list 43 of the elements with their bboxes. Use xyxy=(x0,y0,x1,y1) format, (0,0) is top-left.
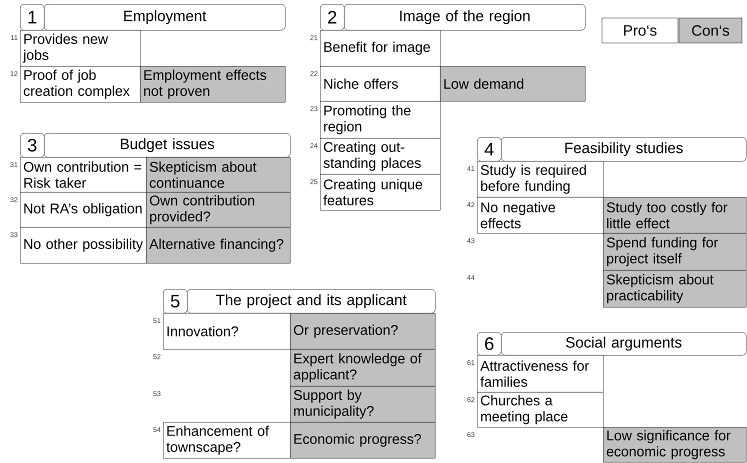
heading-box: Employment xyxy=(44,4,286,30)
argument-cell: No negative effects xyxy=(477,197,604,234)
argument-cell: Promoting the region xyxy=(320,101,440,138)
argument-cell: Skepticism about continuance xyxy=(146,157,290,192)
number-box: 3 xyxy=(20,133,44,158)
argument-cell: Or preservation? xyxy=(290,313,436,350)
heading-box: Image of the region xyxy=(344,4,586,30)
argument-cell: Benefit for image xyxy=(320,30,440,66)
argument-cell: Low demand xyxy=(440,66,586,102)
number-box: 4 xyxy=(477,137,502,162)
argument-cell: Support by municipality? xyxy=(290,386,436,422)
argument-cell: Own contribution provided? xyxy=(146,192,290,228)
argument-cell: Creating unique features xyxy=(320,174,440,210)
argument-cell: Skepticism about practicability xyxy=(603,270,746,308)
argument-cell: Innovation? xyxy=(163,313,290,350)
heading-box: Social arguments xyxy=(501,332,746,356)
argument-cell: Study is required before funding xyxy=(477,161,604,198)
heading-box: The project and its applicant xyxy=(187,289,436,314)
argument-cell: Attractiveness for families xyxy=(477,355,604,392)
number-box: 2 xyxy=(320,4,344,30)
argument-cell: Provides new jobs xyxy=(20,30,140,66)
heading-box: Budget issues xyxy=(44,133,290,158)
argument-cell: Study too costly for little effect xyxy=(603,197,746,234)
argument-cell: Alternative financing? xyxy=(146,227,290,264)
argument-cell: Churches a meeting place xyxy=(477,392,604,428)
heading-box: Feasibility studies xyxy=(501,137,746,162)
argument-cell: Expert knowledge of applicant? xyxy=(290,349,436,386)
argument-cell: Spend funding for project itself xyxy=(603,233,746,270)
argument-cell: Creating out-standing places xyxy=(320,138,440,174)
argument-cell: Niche offers xyxy=(320,66,440,102)
argument-cell: No other possibility xyxy=(20,227,146,264)
number-box: 1 xyxy=(20,4,44,30)
argument-cell: Not RA’s obligation xyxy=(20,192,146,228)
argument-cell: Enhancement of townscape? xyxy=(163,422,290,458)
legend-key: Con‘s xyxy=(678,18,742,44)
argument-cell: Proof of job creation complex xyxy=(20,66,140,102)
argument-cell: Own contribution = Risk taker xyxy=(20,157,146,192)
legend-key: Pro‘s xyxy=(602,18,678,44)
number-box: 6 xyxy=(477,332,502,356)
argument-cell: Low significance for economic progress xyxy=(603,427,746,462)
argument-cell: Employment effects not proven xyxy=(140,66,286,102)
argument-cell: Economic progress? xyxy=(290,422,436,458)
number-box: 5 xyxy=(163,289,188,314)
